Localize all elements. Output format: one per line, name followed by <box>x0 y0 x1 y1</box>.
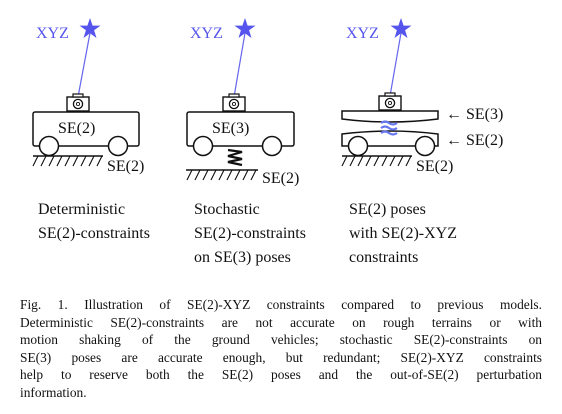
top-arrow-label: ← SE(3) <box>446 106 504 123</box>
star-label-1: XYZ <box>36 25 69 42</box>
star-icon <box>234 18 256 38</box>
panel-caption-3-line-3: constraints <box>349 249 419 266</box>
observation-ray <box>389 32 402 97</box>
wheel-icon <box>347 135 369 157</box>
camera-icon <box>66 93 90 112</box>
observation-ray <box>77 32 91 98</box>
wheel-icon <box>261 135 283 157</box>
vehicle-top-plate <box>341 110 439 123</box>
ground-hatch <box>186 169 257 181</box>
panel-deterministic: XYZ <box>32 18 140 167</box>
wheel-icon <box>107 135 129 157</box>
panel-caption-3-line-2: with SE(2)-XYZ <box>349 225 457 242</box>
star-label-3: XYZ <box>346 25 379 42</box>
caption-line: SE(3) poses are accurate enough, but red… <box>20 349 542 365</box>
caption-line: help to reserve both the SE(2) poses and… <box>20 367 542 383</box>
star-icon <box>79 18 101 38</box>
panel-caption-3-line-1: SE(2) poses <box>349 201 426 218</box>
panel-caption-2-line-2: SE(2)-constraints <box>194 225 306 242</box>
perturbation-wave-icon <box>380 120 398 136</box>
camera-icon <box>222 93 246 112</box>
observation-ray <box>233 32 246 98</box>
body-label-2: SE(3) <box>212 120 250 137</box>
panel-caption-2-line-1: Stochastic <box>194 201 260 218</box>
figure: XYZ XYZ <box>32 18 504 266</box>
ground-hatch <box>341 155 412 167</box>
ground-label-3: SE(2) <box>416 158 454 175</box>
bottom-arrow-label: ← SE(2) <box>446 132 504 149</box>
body-label-1: SE(2) <box>58 120 96 137</box>
star-label-2: XYZ <box>190 25 223 42</box>
figure-illustration: XYZ XYZ <box>32 18 439 181</box>
panel-caption-1-line-2: SE(2)-constraints <box>38 225 150 242</box>
camera-icon <box>378 92 402 111</box>
caption-line: motion shaking of the ground vehicles; s… <box>20 332 542 348</box>
figure-caption: Fig. 1. Illustration of SE(2)-XYZ constr… <box>20 296 542 402</box>
panel-stochastic: XYZ <box>186 18 295 181</box>
panel-se2-xyz: XYZ <box>341 18 439 167</box>
wheel-icon <box>414 135 436 157</box>
ground-label-2: SE(2) <box>262 170 300 187</box>
spring-icon <box>227 148 243 167</box>
caption-line: information. <box>20 384 87 400</box>
star-icon <box>390 18 412 38</box>
panel-caption-1-line-1: Deterministic <box>38 201 126 218</box>
panel-caption-2-line-3: on SE(3) poses <box>194 249 291 266</box>
wheel-icon <box>192 135 214 157</box>
caption-line: Fig. 1. Illustration of SE(2)-XYZ constr… <box>20 297 542 312</box>
caption-line: Deterministic SE(2)-constraints are not … <box>20 314 542 330</box>
ground-hatch <box>32 155 103 167</box>
ground-label-1: SE(2) <box>107 158 145 175</box>
wheel-icon <box>38 135 60 157</box>
